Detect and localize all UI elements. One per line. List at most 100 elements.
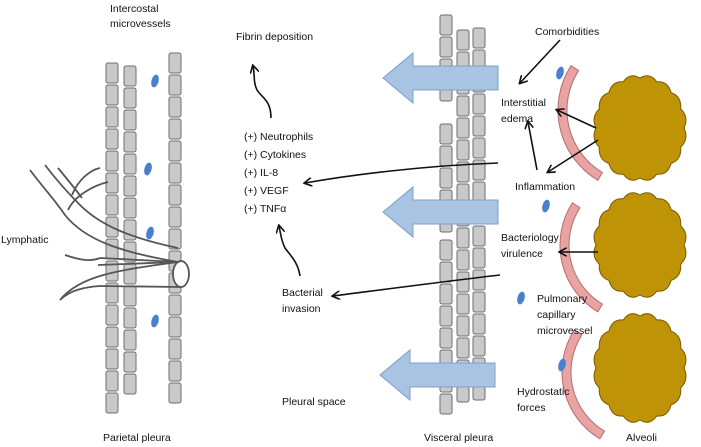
visceral-cell [472,335,486,357]
parietal-cell [105,326,119,348]
visceral-cell [439,123,453,145]
pulmonary-capillary-label-3: microvessel [537,325,592,337]
parietal-cell [168,52,182,74]
visceral-cell [472,269,486,291]
parietal-cell [123,285,137,307]
interstitial-edema-label-1: Interstitial [501,97,546,109]
arrow-invasion-to-mediators [279,226,301,277]
bacterial-invasion-label-1: Bacterial [282,287,323,299]
microvessel-drop [151,74,159,88]
parietal-cell [168,140,182,162]
visceral-cell [456,293,470,315]
lymphatic-vessel [29,164,190,301]
arrow-virulence-to-invasion [333,274,501,296]
visceral-cell [439,261,453,283]
visceral-cell [439,283,453,305]
bacterial-invasion-label-2: invasion [282,303,321,315]
arrow-comorbidities-to-edema [520,39,561,83]
parietal-cell [105,194,119,216]
visceral-cell [456,249,470,271]
parietal-cell [105,150,119,172]
visceral-pleura-label: Visceral pleura [424,432,493,444]
interstitial-edema-label-2: edema [501,113,533,125]
microvessel-drops [144,66,566,372]
parietal-cell [105,172,119,194]
visceral-cell [456,139,470,161]
alveoli-group [593,75,687,423]
bacteriology-label-2: virulence [501,248,543,260]
parietal-cell [168,294,182,316]
visceral-cell [472,181,486,203]
parietal-cell [105,304,119,326]
visceral-cell [472,159,486,181]
arrow-to-fibrin [253,66,272,119]
visceral-cell [439,167,453,189]
mediator-cytokines: (+) Cytokines [244,149,306,161]
mediator-vegf: (+) VEGF [244,185,289,197]
parietal-cell [105,106,119,128]
intercostal-label-2: microvessels [110,18,171,30]
inflammation-label: Inflammation [515,181,575,193]
parietal-cell [123,109,137,131]
parietal-cell [123,307,137,329]
parietal-cell [168,360,182,382]
visceral-cell [439,145,453,167]
parietal-cell [168,316,182,338]
parietal-cell [168,206,182,228]
parietal-cell [123,329,137,351]
visceral-cell [472,93,486,115]
arrow-alveoli-to-edema [557,110,597,129]
pleural-space-label: Pleural space [282,396,346,408]
parietal-cell [168,184,182,206]
microvessel-drop [558,358,566,372]
parietal-cell [105,370,119,392]
parietal-cell [123,175,137,197]
fibrin-deposition-label: Fibrin deposition [236,31,313,43]
fluid-arrow-middle [382,185,499,239]
pulmonary-capillary-label-2: capillary [537,309,576,321]
parietal-cell [168,338,182,360]
visceral-cell [472,137,486,159]
microvessel-drop [151,314,159,328]
parietal-cell [105,348,119,370]
parietal-cell [123,351,137,373]
parietal-cell [168,74,182,96]
lymphatic-label: Lymphatic [1,234,48,246]
mediator-tnfa: (+) TNFα [244,203,286,215]
visceral-cell [456,315,470,337]
parietal-cell [105,62,119,84]
fluid-arrow-bottom [379,348,496,402]
comorbidities-label: Comorbidities [535,26,599,38]
microvessel-drop [144,162,152,176]
microvessel-drop [556,66,564,80]
arrow-inflammation-to-mediators [305,162,499,183]
microvessel-drop [517,291,525,305]
visceral-cell [456,227,470,249]
fluid-arrow-top [382,51,499,105]
parietal-cell [168,118,182,140]
parietal-cell [123,153,137,175]
parietal-pleura-cells [105,52,182,414]
alveoli-label: Alveoli [626,432,657,444]
visceral-cell [456,95,470,117]
alveolus-middle [593,192,687,298]
parietal-cell [168,96,182,118]
parietal-cell [123,263,137,285]
parietal-cell [105,392,119,414]
bacteriology-label-1: Bacteriology [501,232,560,244]
visceral-cell [456,161,470,183]
alveolus-top [593,75,687,181]
visceral-cell [456,271,470,293]
visceral-cell [439,239,453,261]
parietal-cell [105,128,119,150]
visceral-cell [472,225,486,247]
visceral-cell [456,29,470,51]
hydrostatic-forces-label-2: forces [517,402,546,414]
visceral-cell [456,337,470,359]
alveolus-bottom [593,313,687,423]
visceral-cell [472,115,486,137]
mediator-il8: (+) IL-8 [244,167,278,179]
parietal-cell [123,87,137,109]
parietal-cell [168,228,182,250]
arrow-alveoli-to-inflammation [548,139,599,172]
